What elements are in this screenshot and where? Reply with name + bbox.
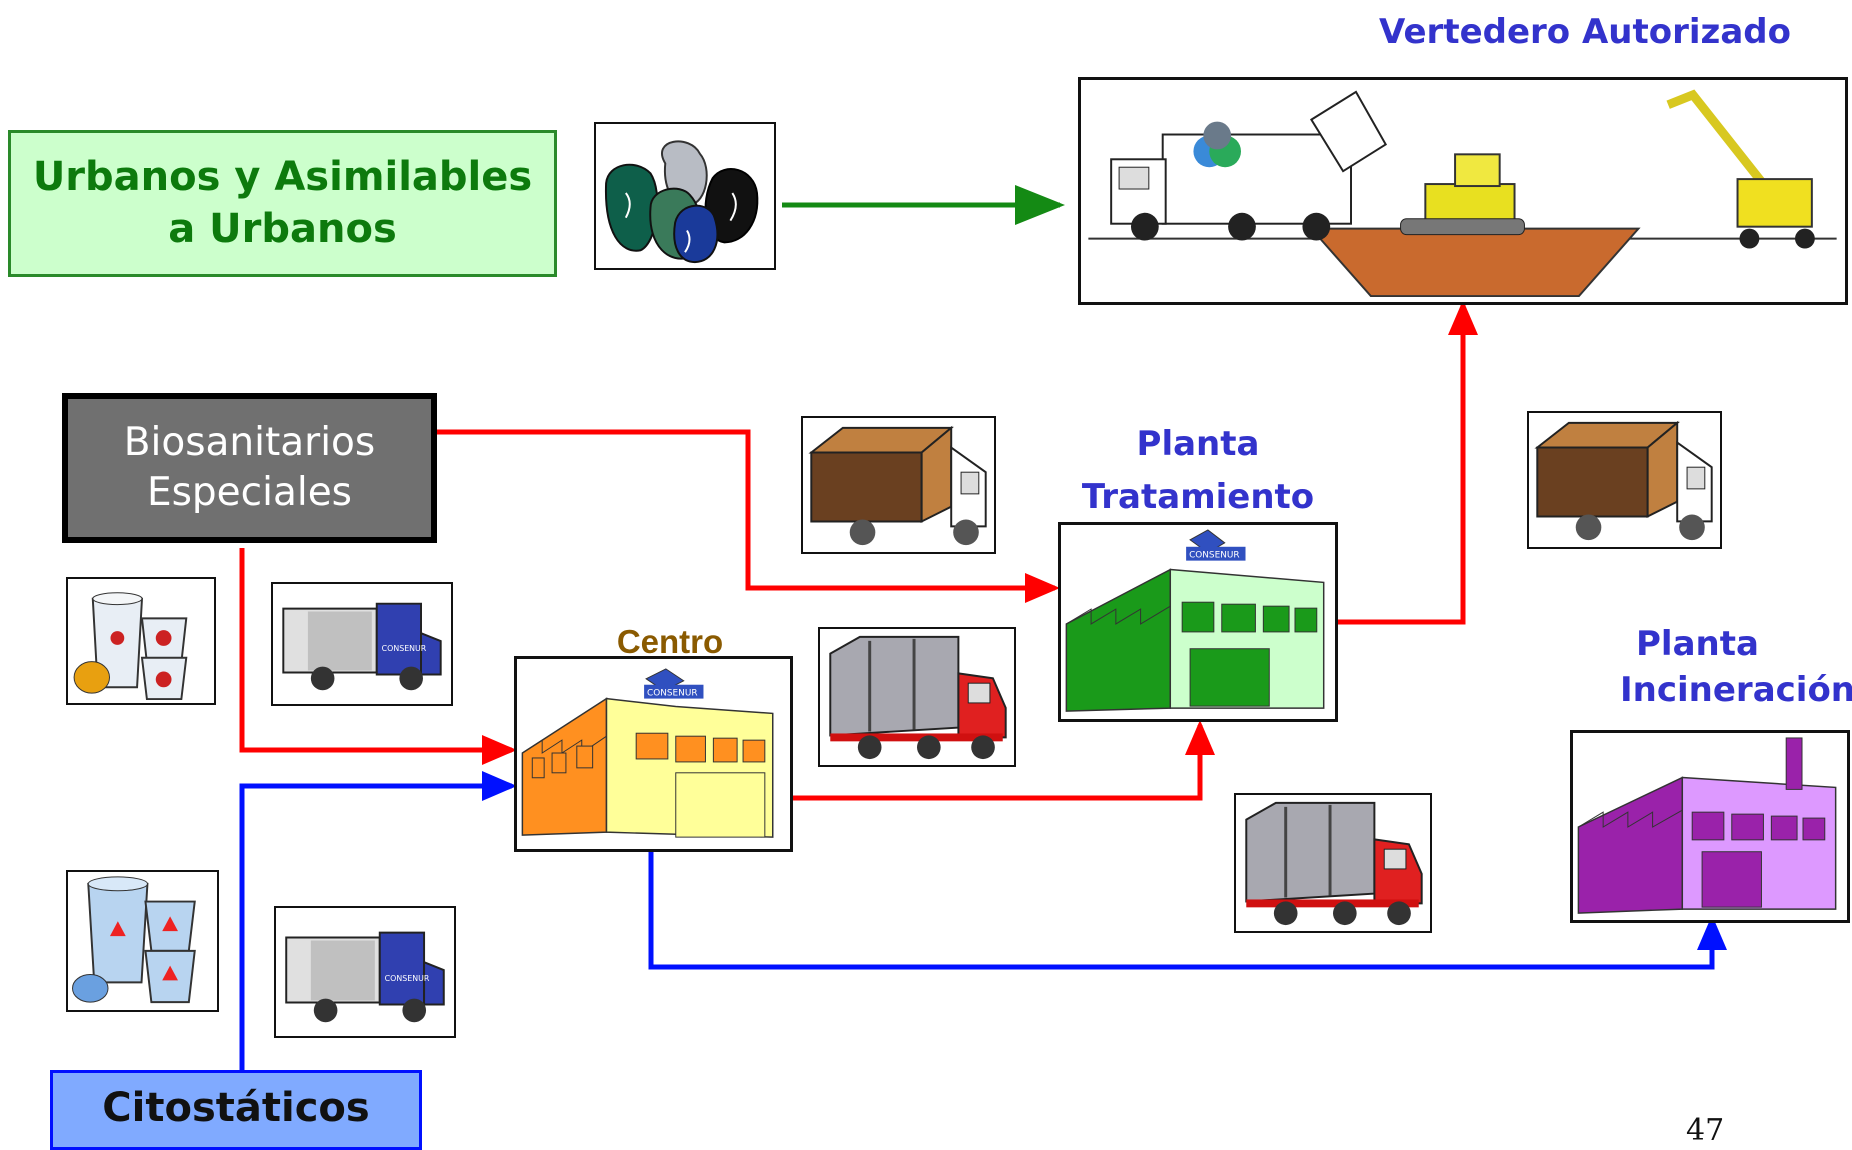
biosanitarios-line1: Biosanitarios <box>123 420 376 466</box>
urbanos-line1: Urbanos y Asimilables <box>32 154 533 201</box>
centro-building-image: CONSENUR <box>514 656 793 852</box>
planta-incineracion-line2: Incineración <box>1620 669 1852 710</box>
planta-tratamiento-line1: Planta <box>1136 424 1260 464</box>
red-truck-image-2 <box>1234 793 1432 933</box>
vertedero-image <box>1078 77 1848 305</box>
urbanos-line2: a Urbanos <box>168 205 397 252</box>
biosanitarios-line2: Especiales <box>146 470 353 515</box>
arrow-citostaticos-to-centro <box>239 771 517 1070</box>
svg-text:CONSENUR: CONSENUR <box>385 974 430 983</box>
planta-tratamiento-label: Planta Tratamiento <box>1068 418 1328 523</box>
brown-truck-image-1 <box>801 416 996 554</box>
landfill-scene-icon <box>1088 89 1837 298</box>
urbanos-box: Urbanos y Asimilables a Urbanos <box>8 130 557 277</box>
red-cab-box-truck-icon <box>1245 801 1423 926</box>
arrow-centro-to-planta-incineracion <box>648 850 1727 970</box>
brown-box-truck-icon <box>808 425 987 546</box>
planta-incineracion-image <box>1570 730 1850 923</box>
treatment-plant-building-icon: CONSENUR <box>1065 529 1325 712</box>
trash-bags-image <box>594 122 776 270</box>
cytostatic-containers-image <box>66 870 219 1012</box>
planta-incineracion-label: Planta Incineración <box>1578 622 1852 714</box>
arrow-biosanitarios-to-centro <box>239 548 517 765</box>
biohazard-containers-icon <box>73 592 188 701</box>
biosanitary-containers-image <box>66 577 216 705</box>
blue-van-image-upper: CONSENUR <box>271 582 453 706</box>
biosanitarios-box: Biosanitarios Especiales <box>62 393 437 543</box>
planta-incineracion-line1: Planta <box>1636 624 1759 664</box>
page-number: 47 <box>1686 1113 1725 1148</box>
brown-box-truck-icon <box>1534 420 1713 541</box>
red-cab-box-truck-icon <box>829 635 1007 760</box>
incineration-plant-building-icon <box>1577 737 1837 914</box>
brown-truck-image-2 <box>1527 411 1722 549</box>
centro-label: Centro <box>616 623 724 660</box>
centro-sign: CONSENUR <box>647 689 697 699</box>
citostaticos-box: Citostáticos <box>50 1070 422 1150</box>
planta-tratamiento-sign: CONSENUR <box>1189 551 1239 561</box>
blue-van-icon: CONSENUR <box>282 602 442 691</box>
arrow-biosanitarios-to-planta-tratamiento <box>437 429 1060 603</box>
planta-tratamiento-image: CONSENUR <box>1058 522 1338 722</box>
arrow-planta-tratamiento-to-vertedero <box>1337 300 1478 625</box>
blue-van-image-lower: CONSENUR <box>274 906 456 1038</box>
planta-tratamiento-line2: Tratamiento <box>1081 476 1315 517</box>
blue-van-icon: CONSENUR <box>285 931 445 1023</box>
trash-bags-icon <box>605 140 759 264</box>
red-truck-image-1 <box>818 627 1016 767</box>
centro-building-icon: CONSENUR <box>521 668 774 838</box>
cytostatic-containers-icon <box>72 876 196 1004</box>
vertedero-label: Vertedero Autorizado <box>1379 12 1791 52</box>
svg-text:CONSENUR: CONSENUR <box>382 644 427 653</box>
citostaticos-label: Citostáticos <box>102 1085 370 1131</box>
arrow-centro-to-planta-tratamiento <box>791 720 1215 801</box>
